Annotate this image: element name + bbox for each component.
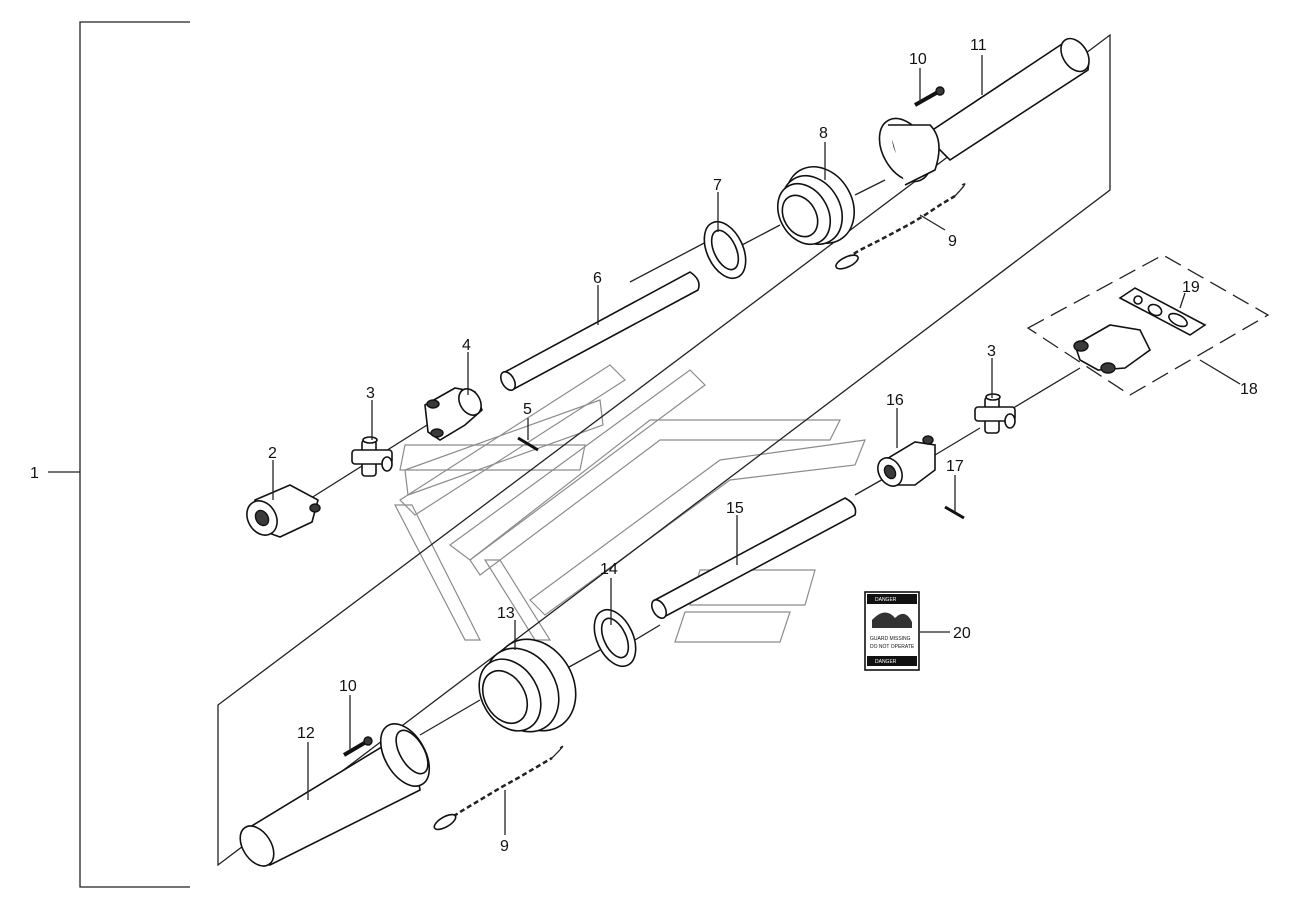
callout-15: 15 (726, 500, 744, 517)
leader-lines (272, 55, 1241, 835)
decal-body-line-2: DO NOT OPERATE (870, 644, 915, 650)
cross-3-left (351, 436, 393, 477)
cross-3-right (974, 393, 1016, 434)
callout-2: 2 (268, 445, 277, 462)
callout-3-right: 3 (987, 343, 996, 360)
yoke-2 (246, 484, 321, 538)
kit-parts-19 (1118, 287, 1207, 336)
decal-header-top: DANGER (875, 597, 897, 603)
safety-chain-9-top (835, 183, 966, 270)
callout-labels: 1 2 3 3 4 5 6 7 8 9 9 10 10 11 12 13 14 … (30, 37, 1258, 855)
callout-13: 13 (497, 605, 515, 622)
ring-14 (593, 608, 637, 668)
yoke-16 (877, 435, 936, 487)
bellows-13 (478, 638, 577, 733)
background-watermark (394, 364, 866, 643)
ring-7 (703, 220, 747, 280)
rivet-10-top (914, 86, 945, 107)
callout-19: 19 (1182, 279, 1200, 296)
callout-5: 5 (523, 401, 532, 418)
assembly-outline (217, 33, 1111, 867)
callout-7: 7 (713, 177, 722, 194)
callout-10-top: 10 (909, 51, 927, 68)
inner-tube-6 (499, 271, 700, 392)
decal-header-bottom: DANGER (875, 659, 897, 665)
yoke-4 (424, 387, 483, 441)
outer-tube-11 (923, 37, 1090, 162)
callout-20: 20 (953, 625, 971, 642)
kit-box-18 (1026, 254, 1270, 396)
callout-17: 17 (946, 458, 964, 475)
callout-8: 8 (819, 125, 828, 142)
assembly-bracket (48, 21, 190, 888)
callout-14: 14 (600, 561, 618, 578)
callout-6: 6 (593, 270, 602, 287)
pin-17 (944, 505, 965, 520)
safety-chain-9-bottom (433, 745, 564, 831)
callout-16: 16 (886, 392, 904, 409)
bellows-8 (776, 166, 855, 245)
guard-cone-bottom (379, 723, 431, 787)
guard-cone (878, 117, 940, 186)
callout-9-bottom: 9 (500, 838, 509, 855)
rivet-10-bottom (342, 736, 373, 757)
inner-tube-15 (650, 497, 857, 620)
danger-decal-20: DANGER GUARD MISSING DO NOT OPERATE DANG… (864, 591, 920, 671)
callout-10-bottom: 10 (339, 678, 357, 695)
callout-18: 18 (1240, 381, 1258, 398)
decal-body-line-1: GUARD MISSING (870, 636, 911, 642)
callout-12: 12 (297, 725, 315, 742)
pin-5 (517, 436, 539, 452)
callout-4: 4 (462, 337, 471, 354)
callout-9-top: 9 (948, 233, 957, 250)
callout-11: 11 (970, 37, 987, 54)
callout-1: 1 (30, 465, 39, 482)
callout-3-left: 3 (366, 385, 375, 402)
